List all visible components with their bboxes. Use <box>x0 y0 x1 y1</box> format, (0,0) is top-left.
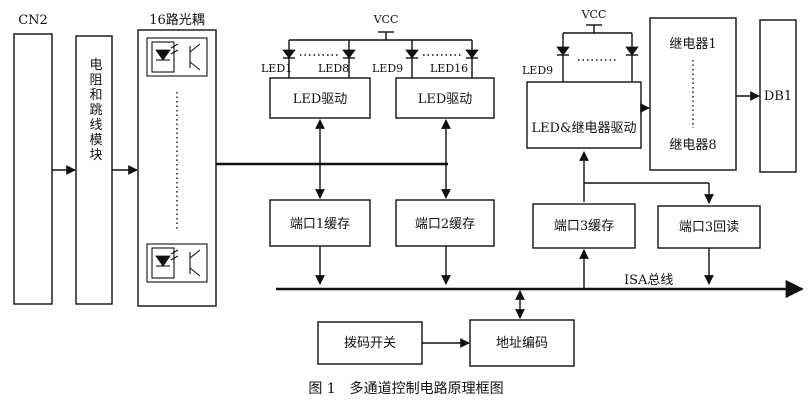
optocoupler-bottom-icon <box>146 243 208 283</box>
led8-label: LED8 <box>318 62 349 75</box>
figure-caption: 图 1 多通道控制电路原理框图 <box>308 380 503 397</box>
cn2-label: CN2 <box>18 13 48 28</box>
led1-icon <box>282 40 296 78</box>
jumper-block: 电阻和跳线模块 <box>75 35 113 305</box>
relay-last-label: 继电器8 <box>669 138 716 153</box>
port1-label: 端口1缓存 <box>290 217 350 232</box>
relay-first-label: 继电器1 <box>669 37 716 52</box>
db1-label: DB1 <box>764 89 792 104</box>
led-relay-drive-label: LED&继电器驱动 <box>531 121 636 136</box>
relay-block: 继电器1 继电器8 <box>649 17 737 171</box>
jumper-label: 电阻和跳线模块 <box>87 58 103 163</box>
port2-label: 端口2缓存 <box>415 217 475 232</box>
led-drive-1-label: LED驱动 <box>293 92 348 107</box>
port3-readback-label: 端口3回读 <box>679 220 739 235</box>
cn2-block: CN2 <box>13 13 53 305</box>
led-drive-1-block: LED驱动 <box>269 77 371 119</box>
address-decode-label: 地址编码 <box>496 336 548 351</box>
led9b-icon <box>556 33 570 82</box>
optocoupler-top-icon <box>146 37 208 77</box>
led-drive-2-block: LED驱动 <box>395 77 495 119</box>
vcc-led-group-1: VCC LED1 L <box>261 13 479 78</box>
optocoupler-block: 16路光耦 <box>137 12 217 307</box>
db1-block: DB1 <box>759 19 797 173</box>
dip-switch-block: 拨码开关 <box>317 321 423 365</box>
port3-readback-block: 端口3回读 <box>657 205 761 249</box>
address-decode-block: 地址编码 <box>469 319 575 367</box>
vcc-1-label: VCC <box>373 13 399 26</box>
optocoupler-label: 16路光耦 <box>149 12 205 28</box>
led9b-label: LED9 <box>522 64 553 77</box>
led1-label: LED1 <box>261 62 292 75</box>
port2-block: 端口2缓存 <box>395 199 495 247</box>
led-drive-2-label: LED驱动 <box>418 92 473 107</box>
led9a-icon <box>405 40 419 78</box>
led16-icon <box>465 40 479 78</box>
vcc-led-group-2: VCC LED9 <box>522 8 639 82</box>
led-group2-last-icon <box>625 33 639 82</box>
led9a-label: LED9 <box>372 62 403 75</box>
led-relay-drive-block: LED&继电器驱动 <box>526 81 642 149</box>
isa-bus-label: ISA总线 <box>624 273 673 288</box>
port1-block: 端口1缓存 <box>269 199 371 247</box>
led8-icon <box>342 40 356 78</box>
dip-switch-label: 拨码开关 <box>344 336 396 351</box>
vcc-2-label: VCC <box>581 8 607 21</box>
port3-block: 端口3缓存 <box>532 203 636 249</box>
led16-label: LED16 <box>430 62 468 75</box>
port3-label: 端口3缓存 <box>554 219 614 234</box>
